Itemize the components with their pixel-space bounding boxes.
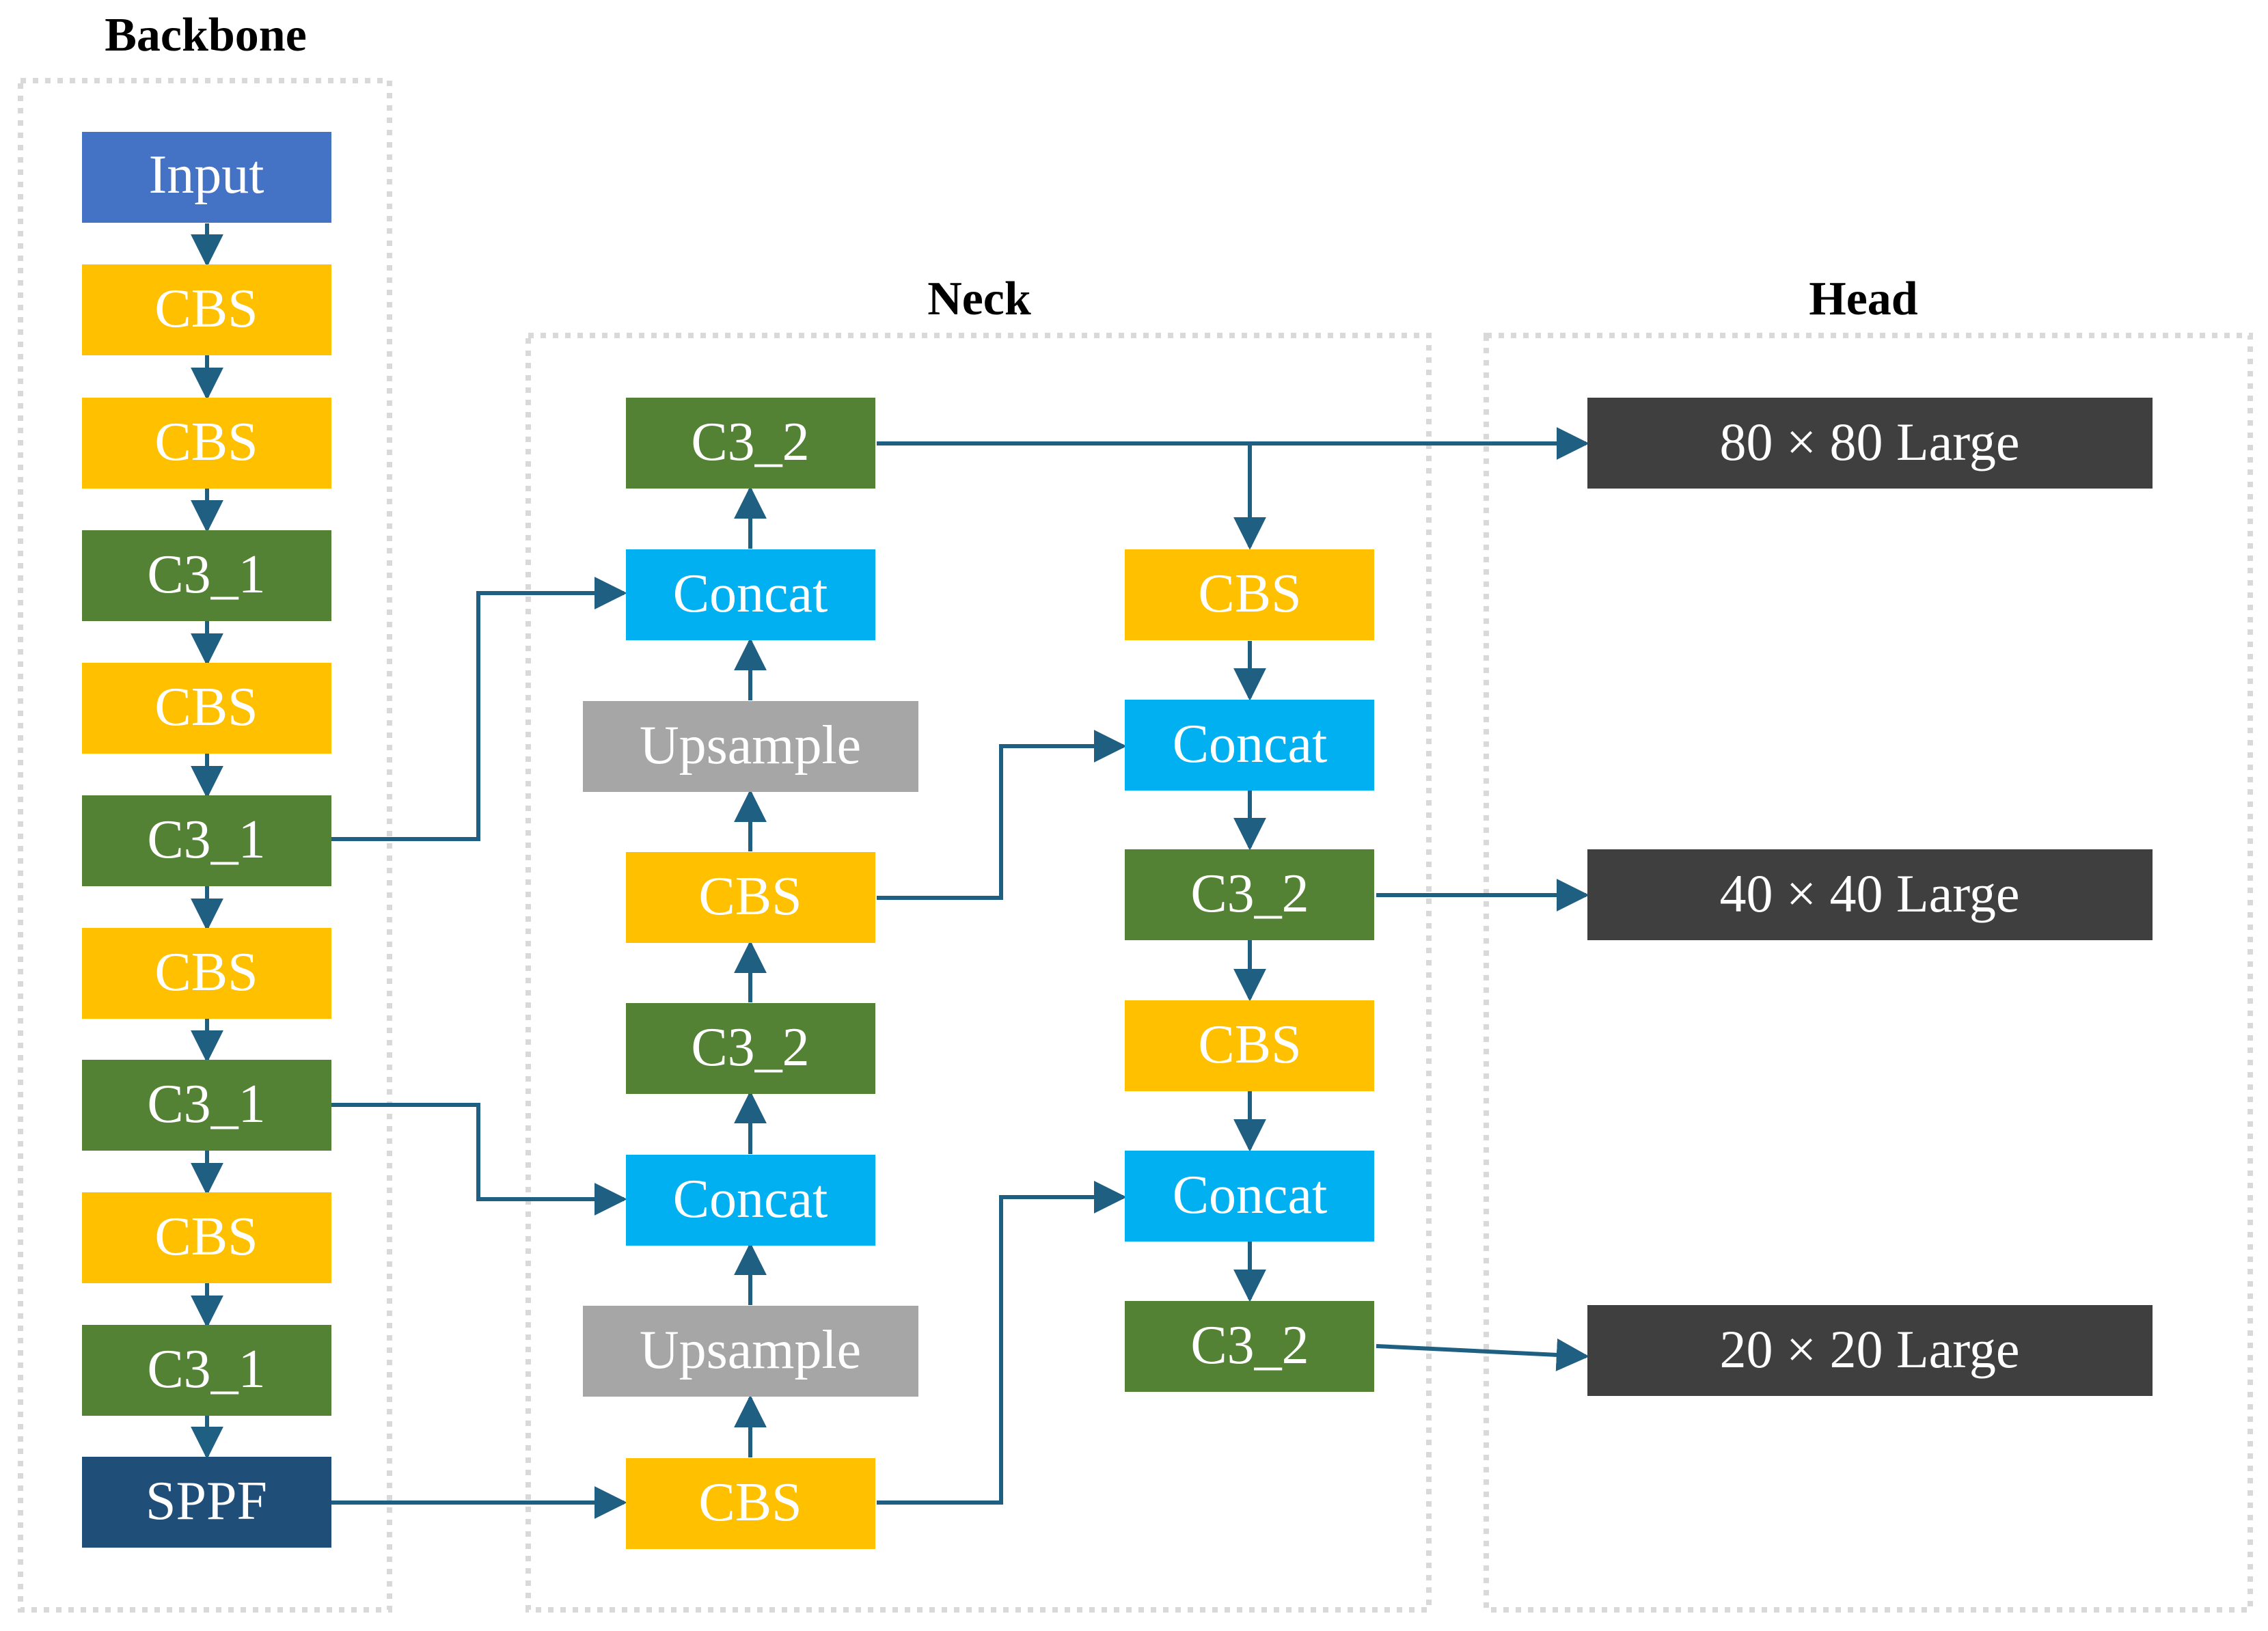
edge-n-cbs1-m-concat1 [877,730,1127,900]
backbone-cbs-1-label: CBS [154,279,258,339]
head-output-40-label: 40 × 40 Large [1720,864,2020,923]
head-title: Head [1809,273,1918,325]
backbone-cbs-4 [82,928,331,1019]
head-section-border [1484,333,2253,1613]
neck-cbs-1-label: CBS [698,866,802,927]
neck-concat-1 [626,549,875,640]
neck-right-c3-2-label: C3_2 [1190,1315,1309,1375]
neck-cbs-2-label: CBS [698,1472,802,1533]
edges [191,223,1589,1519]
backbone-c3-2 [82,795,331,886]
backbone-c3-1 [82,530,331,621]
neck-concat-2 [626,1155,875,1246]
neck-right-cbs-2 [1125,1000,1374,1091]
head-output-40 [1587,849,2153,940]
neck-upsample-1 [583,701,918,792]
backbone-cbs-2-label: CBS [154,412,258,472]
backbone-cbs-2 [82,398,331,489]
input-block [82,132,331,223]
head-output-80-label: 80 × 80 Large [1720,412,2020,471]
backbone-cbs-3 [82,663,331,754]
input-label: Input [149,145,264,205]
backbone-cbs-1 [82,264,331,355]
head-output-20-label: 20 × 20 Large [1720,1319,2020,1379]
neck-cbs-1 [626,852,875,943]
neck-right-concat-2-label: Concat [1173,1165,1328,1225]
backbone-c3-3 [82,1060,331,1151]
neck-concat-2-label: Concat [673,1169,828,1229]
backbone-section-border [18,78,392,1613]
head-output-20 [1587,1305,2153,1396]
sppf-label: SPPF [146,1471,267,1531]
neck-upsample-1-label: Upsample [640,715,861,776]
backbone-c3-4 [82,1325,331,1416]
sppf-block [82,1457,331,1548]
backbone-title: Backbone [105,9,307,61]
backbone-cbs-4-label: CBS [154,942,258,1002]
backbone-c3-3-label: C3_1 [147,1074,265,1134]
backbone-c3-4-label: C3_1 [147,1339,265,1399]
neck-left-column: C3_2 Concat Upsample CBS C3_2 Concat Ups… [583,398,918,1549]
neck-mid-c3-label: C3_2 [691,1017,809,1078]
backbone-c3-2-label: C3_1 [147,810,265,870]
backbone-c3-1-label: C3_1 [147,545,265,605]
neck-top-c3 [626,398,875,489]
backbone-cbs-5 [82,1192,331,1283]
neck-right-c3-1 [1125,849,1374,940]
neck-right-column: CBS Concat C3_2 CBS Concat C3_2 [1125,549,1374,1392]
neck-right-cbs-2-label: CBS [1198,1015,1301,1075]
edge-b5-n-concat1 [331,577,627,841]
neck-right-cbs-1-label: CBS [1198,564,1301,624]
neck-upsample-2 [583,1306,918,1397]
neck-section-border [525,333,1432,1613]
neck-top-c3-label: C3_2 [691,412,809,472]
head-output-80 [1587,398,2153,489]
neck-title: Neck [927,273,1031,325]
neck-concat-1-label: Concat [673,564,828,624]
neck-right-c3-1-label: C3_2 [1190,864,1309,924]
head-outputs: 80 × 80 Large 40 × 40 Large 20 × 20 Larg… [1587,398,2153,1396]
neck-upsample-2-label: Upsample [640,1320,861,1380]
neck-right-cbs-1 [1125,549,1374,640]
neck-cbs-2 [626,1458,875,1549]
neck-right-concat-1 [1125,700,1374,791]
neck-right-concat-2 [1125,1151,1374,1242]
edge-m-c3-2-out3 [1376,1338,1589,1371]
neck-right-concat-1-label: Concat [1173,714,1328,774]
backbone-cbs-5-label: CBS [154,1207,258,1267]
backbone-cbs-3-label: CBS [154,677,258,737]
neck-mid-c3 [626,1003,875,1094]
edge-n-cbs2-m-concat2 [877,1181,1127,1505]
neck-right-c3-2 [1125,1301,1374,1392]
edge-b7-n-concat2 [331,1103,627,1216]
backbone-blocks: Input CBS CBS C3_1 CBS C3_1 CBS C3_1 CBS… [82,132,331,1548]
